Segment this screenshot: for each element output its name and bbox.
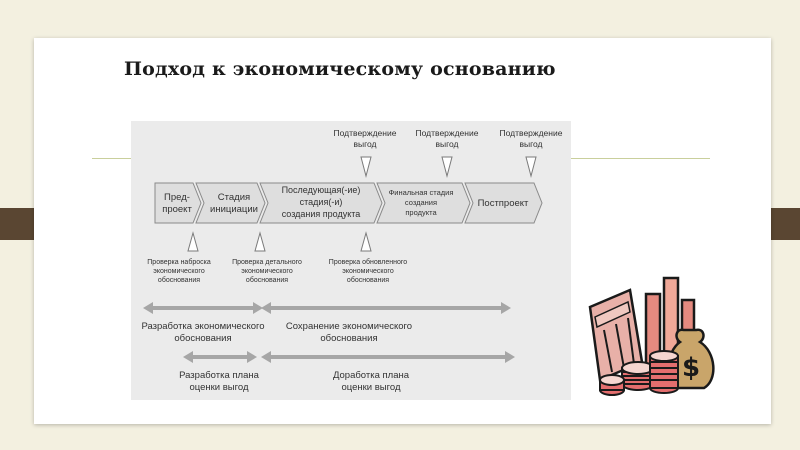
up-triangle-icon: [187, 231, 199, 252]
review-label-detailed: Проверка детального экономического обосн…: [232, 259, 302, 284]
benefit-confirmation-label-2: Подтверждение выгод: [416, 128, 479, 149]
stage-text: Пред-: [164, 192, 190, 203]
benefit-confirmation-line-2: выгод: [519, 139, 542, 149]
down-triangle-icon: [525, 156, 537, 178]
stage-text: Финальная стадия: [389, 188, 454, 197]
review-text: обоснования: [158, 276, 200, 284]
range-text: обоснования: [320, 333, 377, 344]
range-label-refine-plan: Доработка плана оценки выгод: [333, 370, 410, 393]
svg-text:$: $: [682, 353, 700, 383]
stage-text: проект: [162, 204, 192, 215]
benefit-confirmation-line-2: выгод: [435, 139, 458, 149]
stage-chevron-pre-project: [154, 182, 202, 224]
stage-chevron-final: [376, 182, 471, 224]
range-arrow-develop-case: [143, 302, 263, 314]
slide-title: Подход к экономическому основанию: [124, 58, 556, 80]
up-triangle-icon: [254, 231, 266, 252]
stage-chevron-initiation: [195, 182, 266, 224]
stage-text: стадия(-и): [300, 197, 343, 207]
review-text: обоснования: [246, 276, 288, 284]
down-triangle-icon: [441, 156, 453, 178]
stage-label-post-project: Постпроект: [478, 198, 529, 209]
range-label-maintain-case: Сохранение экономического обоснования: [286, 321, 412, 344]
stage-label-final: Финальная стадия создания продукта: [389, 188, 454, 217]
stage-label-subsequent: Последующая(-ие) стадия(-и) создания про…: [282, 185, 361, 219]
stage-text: Последующая(-ие): [282, 185, 361, 195]
review-text: Проверка наброска: [147, 258, 211, 266]
stage-text: продукта: [405, 208, 437, 217]
process-diagram-svg: Подтверждение выгод Подтверждение выгод …: [141, 128, 563, 393]
range-text: оценки выгод: [190, 382, 249, 393]
review-text: Проверка детального: [232, 259, 302, 266]
left-accent-bar: [0, 208, 34, 240]
review-label-outline: Проверка наброска экономического обоснов…: [147, 258, 211, 284]
up-triangle-icon: [360, 231, 372, 252]
down-triangle-icon: [360, 156, 372, 178]
money-coins-buildings-icon: $: [570, 272, 730, 402]
review-text: обоснования: [347, 276, 389, 284]
review-label-updated: Проверка обновленного экономического обо…: [329, 258, 408, 284]
benefit-confirmation-line-1: Подтверждение: [416, 128, 479, 138]
stage-text: Постпроект: [478, 198, 529, 209]
range-arrow-develop-plan: [183, 351, 257, 363]
stage-text: Стадия: [218, 192, 250, 203]
range-label-develop-plan: Разработка плана оценки выгод: [179, 370, 259, 393]
range-text: Сохранение экономического: [286, 321, 412, 332]
benefit-confirmation-label-3: Подтверждение выгод: [500, 128, 563, 149]
stage-chevron-subsequent: [259, 182, 383, 224]
range-arrow-refine-plan: [261, 351, 515, 363]
review-text: Проверка обновленного: [329, 258, 408, 266]
stage-chevron-post-project: [464, 182, 543, 224]
range-text: Разработка экономического: [141, 321, 264, 332]
range-label-develop-case: Разработка экономического обоснования: [141, 321, 264, 344]
review-text: экономического: [241, 268, 293, 275]
benefit-confirmation-line-1: Подтверждение: [500, 128, 563, 138]
benefit-confirmation-line-1: Подтверждение: [334, 128, 397, 138]
range-arrow-maintain-case: [261, 302, 511, 314]
process-diagram: Подтверждение выгод Подтверждение выгод …: [131, 121, 571, 400]
benefit-confirmation-line-2: выгод: [353, 139, 376, 149]
stage-text: инициации: [210, 204, 258, 215]
range-text: Разработка плана: [179, 370, 259, 381]
range-text: обоснования: [174, 333, 231, 344]
stage-text: создания продукта: [282, 209, 361, 219]
benefit-confirmation-label-1: Подтверждение выгод: [334, 128, 397, 149]
review-text: экономического: [153, 268, 205, 275]
range-text: Доработка плана: [333, 370, 410, 381]
range-text: оценки выгод: [342, 382, 401, 393]
stage-text: создания: [405, 198, 437, 207]
stage-label-pre-project: Пред- проект: [162, 192, 192, 215]
stage-label-initiation: Стадия инициации: [210, 192, 258, 215]
review-text: экономического: [342, 268, 394, 275]
